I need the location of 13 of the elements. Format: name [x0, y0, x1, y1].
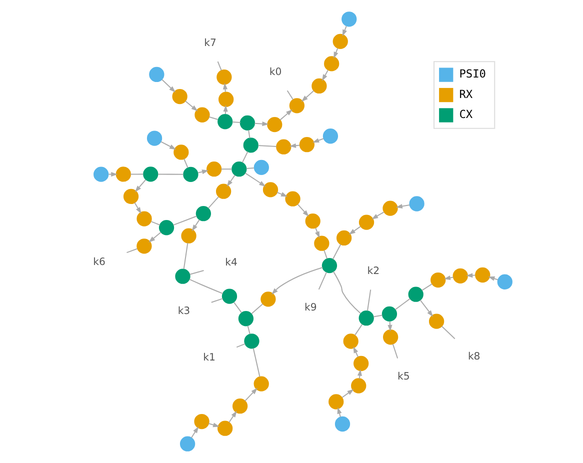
- node-text: k9: [304, 302, 316, 314]
- legend-label: CX: [458, 108, 472, 122]
- node-text: k2: [366, 266, 380, 277]
- node-text: k5: [397, 371, 410, 382]
- legend-label: PSI0: [458, 68, 486, 81]
- node-text: k0: [268, 66, 282, 78]
- node-text: k8: [467, 352, 480, 363]
- legend-label: RX: [458, 88, 472, 101]
- node-text: k3: [177, 306, 190, 318]
- node-text: k7: [204, 38, 216, 49]
- node-text: k6: [92, 257, 105, 268]
- node-text: k4: [224, 257, 237, 268]
- node-text: k1: [202, 352, 215, 364]
